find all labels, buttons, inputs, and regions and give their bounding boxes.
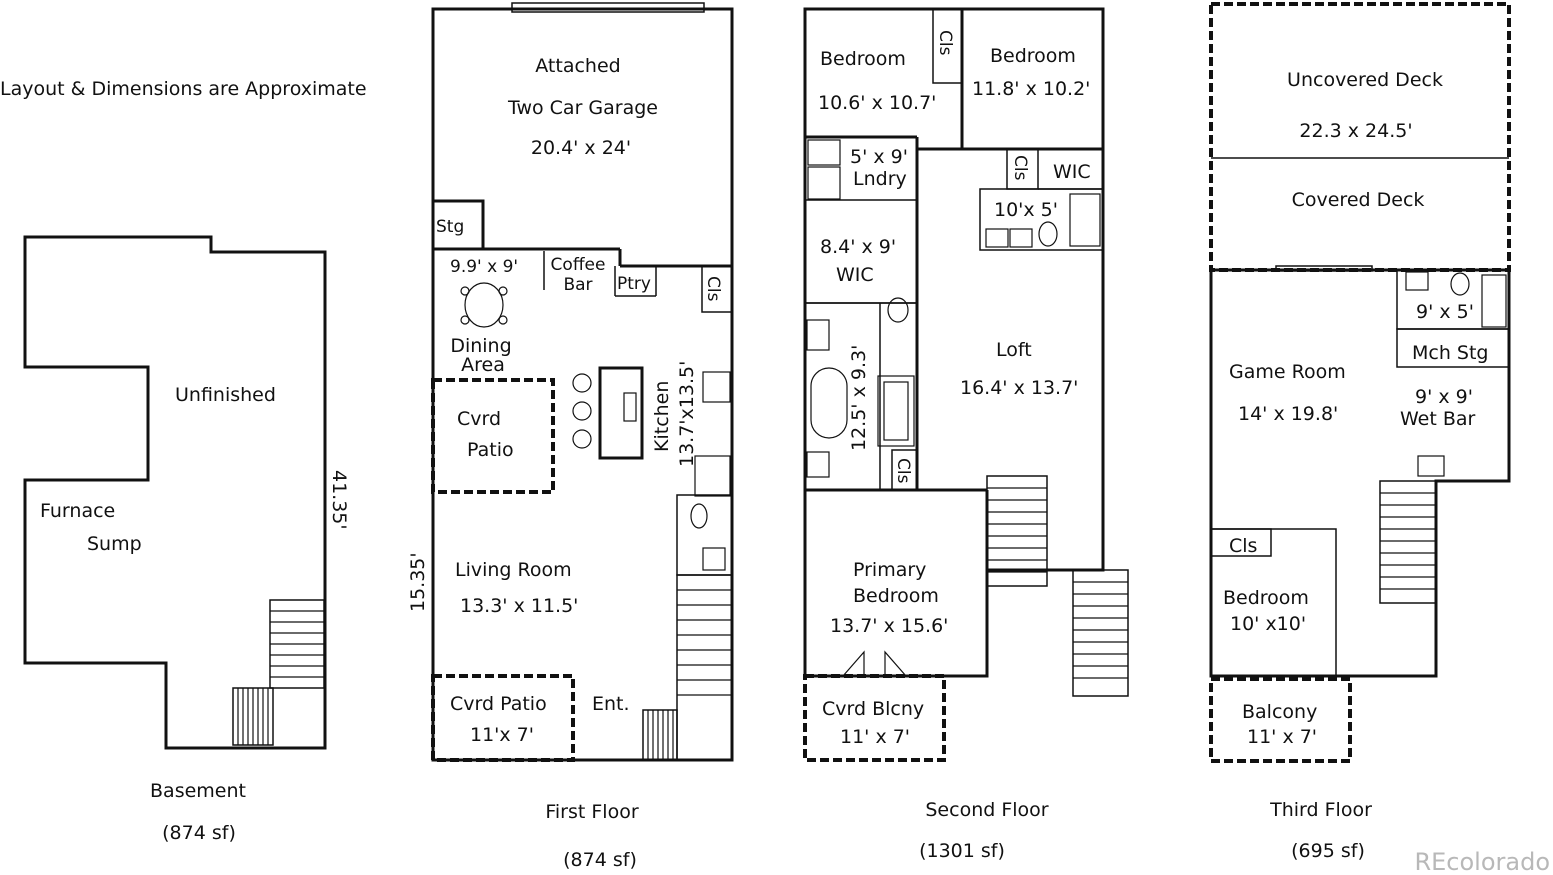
first-floor-closet xyxy=(701,265,733,313)
second-balcony-dimension: 11' x 7' xyxy=(840,726,910,748)
primary-bedroom-dimension: 13.7' x 15.6' xyxy=(830,615,948,637)
side-patio-label-1: Cvrd xyxy=(457,408,501,430)
loft-dimension: 16.4' x 13.7' xyxy=(960,377,1078,399)
range xyxy=(702,371,731,403)
dining-table xyxy=(464,282,504,328)
side-covered-patio xyxy=(431,378,555,494)
basement-furnace-label: Furnace xyxy=(40,500,115,522)
side-patio-label-2: Patio xyxy=(467,439,514,461)
kitchen-island xyxy=(598,366,644,460)
coffee-bar-label-2: Bar xyxy=(563,275,592,295)
deck-dimension: 22.3 x 24.5' xyxy=(1299,120,1412,142)
third-floor-plan: Uncovered Deck 22.3 x 24.5' Covered Deck… xyxy=(1209,2,1511,862)
garage-dimension: 20.4' x 24' xyxy=(531,137,631,159)
basement-area: (874 sf) xyxy=(162,822,236,844)
approximate-note: Layout & Dimensions are Approximate xyxy=(0,78,367,100)
deck-outline xyxy=(1209,2,1511,272)
first-floor-area: (874 sf) xyxy=(563,849,637,871)
first-floor-plan: Attached Two Car Garage 20.4' x 24' Stg … xyxy=(407,2,734,871)
laundry-label: Lndry xyxy=(853,168,907,190)
game-room-dimension: 14' x 19.8' xyxy=(1238,403,1338,425)
dining-dimension: 9.9' x 9' xyxy=(450,257,518,277)
living-room-dimension: 13.3' x 11.5' xyxy=(460,595,578,617)
game-room-label: Game Room xyxy=(1229,361,1346,383)
garage-label-2: Two Car Garage xyxy=(507,97,658,119)
front-covered-patio xyxy=(431,674,575,762)
covered-deck-label: Covered Deck xyxy=(1292,189,1425,211)
third-floor-caption: Third Floor xyxy=(1269,799,1372,821)
dining-area-label-2: Area xyxy=(461,354,505,376)
loft-label: Loft xyxy=(996,339,1032,361)
wic-label: WIC xyxy=(836,264,874,286)
mechanical-storage xyxy=(1396,328,1510,368)
living-room-label: Living Room xyxy=(455,559,572,581)
wic-closet-label: Cls xyxy=(1010,155,1030,181)
mechanical-storage-label: Mch Stg xyxy=(1412,342,1489,364)
third-floor-closet xyxy=(1210,528,1272,557)
basement-dimension: 41.35' xyxy=(328,470,350,530)
first-floor-closet-label: Cls xyxy=(703,276,723,302)
third-bedroom-label: Bedroom xyxy=(1223,587,1309,609)
basement-outline xyxy=(23,235,327,750)
basement-unfinished-label: Unfinished xyxy=(175,384,276,406)
third-bath-dimension: 9' x 5' xyxy=(1416,301,1474,323)
wet-bar-label: Wet Bar xyxy=(1400,408,1476,430)
basement-caption: Basement xyxy=(150,780,246,802)
hall-bath-dimension: 10'x 5' xyxy=(994,199,1058,221)
garage-door xyxy=(511,2,705,13)
front-patio-dimension: 11'x 7' xyxy=(470,724,534,746)
third-balcony-dimension: 11' x 7' xyxy=(1247,726,1317,748)
storage-label: Stg xyxy=(436,217,464,237)
garage-label-1: Attached xyxy=(535,55,620,77)
third-bedroom-dimension: 10' x10' xyxy=(1230,613,1306,635)
primary-bath-dimension: 12.5' x 9.3' xyxy=(848,345,870,451)
coffee-bar-label-1: Coffee xyxy=(551,255,606,275)
wet-bar-sink xyxy=(1417,455,1445,477)
kitchen-label: Kitchen xyxy=(651,381,673,452)
uncovered-deck-label: Uncovered Deck xyxy=(1287,69,1443,91)
second-floor-stairs xyxy=(986,475,1129,697)
storage-closet xyxy=(431,199,485,251)
third-floor-stairs xyxy=(1379,480,1437,604)
dining-area-label-1: Dining xyxy=(450,335,511,357)
second-floor-plan: Bedroom 10.6' x 10.7' Cls Bedroom 11.8' … xyxy=(803,7,1129,862)
first-floor-caption: First Floor xyxy=(545,801,638,823)
laundry-dimension: 5' x 9' xyxy=(850,146,908,168)
covered-balcony-second xyxy=(803,674,946,762)
kitchen-dimension: 13.7'x13.5' xyxy=(676,361,698,467)
third-floor-area: (695 sf) xyxy=(1291,840,1365,862)
third-closet-label: Cls xyxy=(1229,535,1257,557)
wet-bar-dimension: 9' x 9' xyxy=(1415,386,1473,408)
primary-bedroom-label-1: Primary xyxy=(853,559,926,581)
primary-bedroom-label-2: Bedroom xyxy=(853,585,939,607)
primary-doors xyxy=(842,650,907,677)
first-floor-side-dimension: 15.35' xyxy=(407,552,429,612)
watermark-logo: REcolorado xyxy=(1414,848,1550,875)
bedroom-1-label: Bedroom xyxy=(820,48,906,70)
basement-plan: Unfinished Furnace Sump 41.35' Basement … xyxy=(23,235,350,844)
first-floor-stairs xyxy=(642,574,733,761)
bedroom-1-dimension: 10.6' x 10.7' xyxy=(818,92,936,114)
wic-top-label: WIC xyxy=(1053,161,1091,183)
hall-bath xyxy=(979,188,1104,251)
basement-stairs xyxy=(232,599,325,746)
bedroom-closet-top xyxy=(932,8,963,84)
primary-bath-closet-label: Cls xyxy=(893,458,913,484)
bedroom-2-dimension: 11.8' x 10.2' xyxy=(972,78,1090,100)
second-balcony-label: Cvrd Blcny xyxy=(822,698,924,720)
bedroom-2-label: Bedroom xyxy=(990,45,1076,67)
wic-dimension: 8.4' x 9' xyxy=(820,236,896,258)
front-patio-label: Cvrd Patio xyxy=(450,693,547,715)
pantry-label: Ptry xyxy=(617,274,651,294)
third-balcony-label: Balcony xyxy=(1242,701,1317,723)
basement-sump-label: Sump xyxy=(87,533,142,555)
bedroom-closet-label: Cls xyxy=(935,30,955,56)
second-floor-area: (1301 sf) xyxy=(919,840,1005,862)
third-floor-balcony xyxy=(1209,677,1352,763)
refrigerator xyxy=(694,455,731,497)
entry-label: Ent. xyxy=(592,693,630,715)
second-floor-caption: Second Floor xyxy=(925,799,1048,821)
